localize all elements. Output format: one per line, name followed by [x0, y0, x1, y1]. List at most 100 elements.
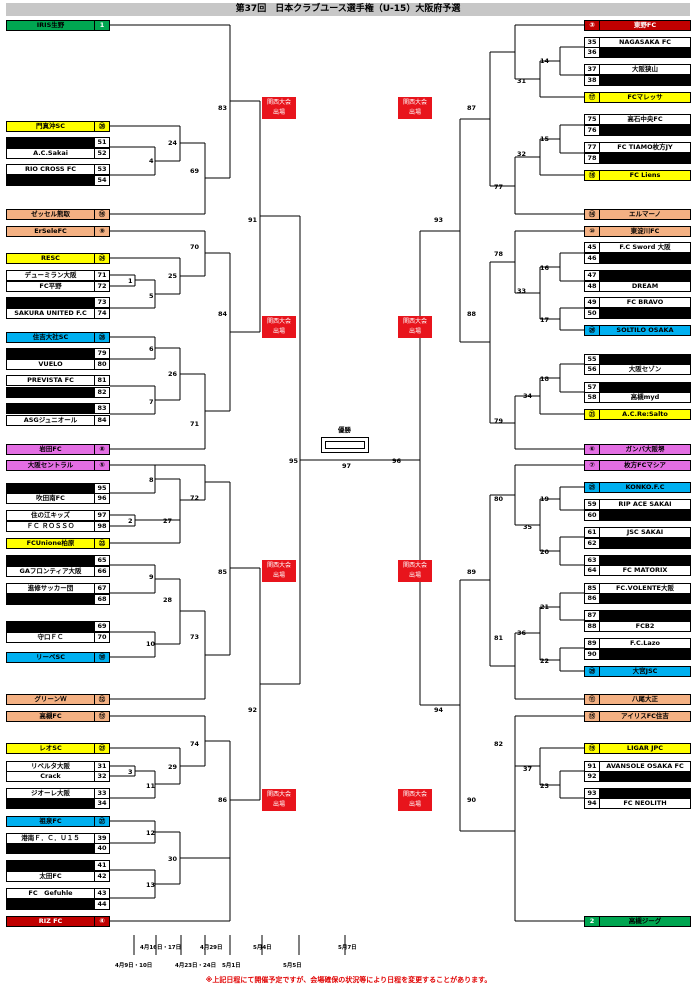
- team-name: RIP ACE SAKAI: [600, 500, 690, 509]
- team-name: レオSC: [7, 744, 94, 753]
- team-name: ガンバ大阪堺: [600, 445, 690, 454]
- team-name: [600, 254, 690, 263]
- team-name: リベルタ大阪: [7, 762, 94, 771]
- team-name: SAKURA UNITED F.C: [7, 309, 94, 318]
- team-name: ASGジュニオール: [7, 416, 94, 425]
- team-name: 高槻myd: [600, 393, 690, 402]
- match-number-26: 26: [168, 370, 178, 378]
- match-number-36: 36: [517, 629, 527, 637]
- team-seed: 64: [585, 566, 600, 575]
- team-seed: ⑪: [585, 695, 600, 704]
- kansai-line-1: 関西大会: [266, 318, 291, 325]
- team-seed: ⑯: [94, 210, 109, 219]
- team-seed: ⑲: [585, 744, 600, 753]
- left-team-11: 73: [6, 297, 110, 308]
- team-seed: ⑨: [94, 227, 109, 236]
- team-seed: ⑮: [585, 712, 600, 721]
- team-name: ErSeleFC: [7, 227, 94, 236]
- team-name: NAGASAKA FC: [600, 38, 690, 47]
- match-number-82: 82: [494, 740, 504, 748]
- team-seed: 89: [585, 639, 600, 648]
- team-seed: 77: [585, 143, 600, 152]
- team-seed: ⑱: [585, 171, 600, 180]
- kansai-line-2: 出場: [408, 109, 421, 116]
- match-number-71: 71: [190, 420, 200, 428]
- match-number-94: 94: [434, 706, 444, 714]
- match-number-16: 16: [540, 264, 550, 272]
- kansai-box: 関西大会出場: [262, 789, 296, 811]
- champion-box: [321, 437, 369, 453]
- team-name: [600, 355, 690, 364]
- team-seed: 65: [94, 556, 109, 565]
- team-name: 東野FC: [600, 21, 690, 30]
- team-name: [7, 799, 94, 808]
- kansai-line-2: 出場: [272, 572, 285, 579]
- team-name: [7, 404, 94, 413]
- team-name: 高石中央FC: [600, 115, 690, 124]
- right-team-35: 86: [584, 593, 691, 604]
- team-seed: 45: [585, 243, 600, 252]
- team-name: LIGAR JPC: [600, 744, 690, 753]
- team-name: [600, 594, 690, 603]
- match-number-2: 2: [128, 517, 133, 525]
- team-name: 枚方FCマシア: [600, 461, 690, 470]
- match-number-96: 96: [392, 457, 402, 465]
- team-name: FC Gefuhle: [7, 889, 94, 898]
- team-seed: ⑧: [94, 445, 109, 454]
- team-name: 東淀川FC: [600, 227, 690, 236]
- team-name: [7, 388, 94, 397]
- team-seed: ⑤: [94, 461, 109, 470]
- team-name: 岩田FC: [7, 445, 94, 454]
- date-bottom-0: 4月9日・10日: [115, 963, 153, 969]
- team-seed: 41: [94, 861, 109, 870]
- match-number-83: 83: [218, 104, 228, 112]
- match-number-12: 12: [146, 829, 156, 837]
- page-title: 第37回 日本クラブユース選手権（U-15）大阪府予選: [6, 3, 690, 16]
- champion-label: 優勝: [338, 426, 351, 434]
- team-name: 祖泉FC: [7, 817, 94, 826]
- team-seed: 36: [585, 48, 600, 57]
- team-name: [7, 900, 94, 909]
- match-number-25: 25: [168, 272, 178, 280]
- team-seed: 49: [585, 298, 600, 307]
- team-seed: 54: [94, 176, 109, 185]
- team-seed: 53: [94, 165, 109, 174]
- team-name: [7, 138, 94, 147]
- team-seed: 71: [94, 271, 109, 280]
- match-number-31: 31: [517, 77, 527, 85]
- right-team-7: 76: [584, 125, 691, 136]
- team-name: DREAM: [600, 282, 690, 291]
- team-name: SOLTILO OSAKA: [600, 326, 690, 335]
- match-number-21: 21: [540, 603, 550, 611]
- team-name: [600, 271, 690, 280]
- team-seed: 42: [94, 872, 109, 881]
- kansai-box: 関西大会出場: [398, 97, 432, 119]
- match-number-8: 8: [149, 476, 154, 484]
- team-seed: 94: [585, 799, 600, 808]
- team-name: [7, 176, 94, 185]
- match-number-92: 92: [248, 706, 258, 714]
- team-seed: ⑩: [585, 227, 600, 236]
- team-name: [600, 48, 690, 57]
- team-name: [600, 789, 690, 798]
